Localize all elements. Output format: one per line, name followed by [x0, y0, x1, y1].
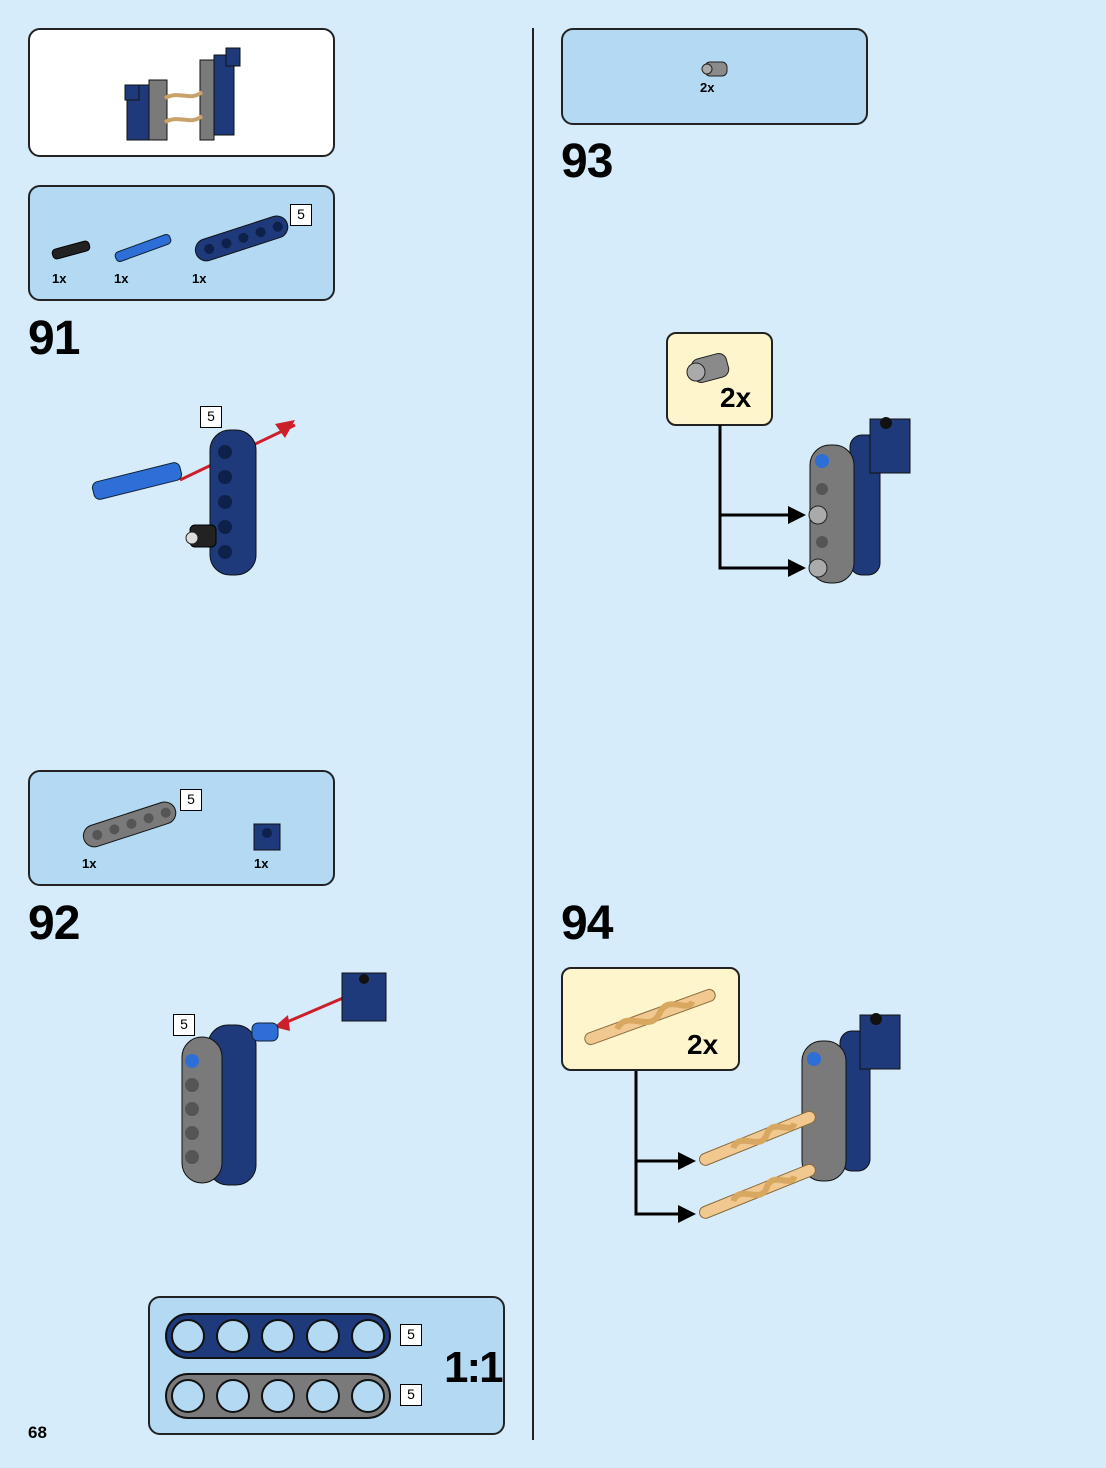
scale-reference-box: 5 5 1:1	[148, 1296, 505, 1435]
step-91-illustration	[80, 410, 380, 610]
gray-bush-icon	[699, 58, 733, 80]
gray-beam-5-icon	[164, 1372, 394, 1420]
black-pin-icon	[48, 237, 98, 267]
step-93-parts-box: 2x	[561, 28, 868, 125]
step-number: 94	[561, 900, 612, 948]
page-number: 68	[28, 1423, 47, 1443]
dark-blue-beam-5-icon	[164, 1312, 394, 1360]
beam-length-label: 5	[290, 204, 312, 226]
beam-length-label: 5	[400, 1384, 422, 1406]
part-qty: 1x	[114, 271, 128, 286]
part-qty: 1x	[52, 271, 66, 286]
part-qty: 1x	[82, 856, 96, 871]
step-number: 93	[561, 138, 612, 186]
dark-blue-brick-icon	[250, 816, 290, 856]
blue-axle-pin-icon	[110, 235, 180, 265]
beam-length-label: 5	[180, 789, 202, 811]
submodel-assembly-icon	[30, 30, 337, 159]
submodel-preview-box	[28, 28, 335, 157]
step-94-illustration	[620, 1005, 920, 1255]
column-divider	[532, 28, 534, 1440]
step-92-parts-box: 1x 5 1x	[28, 770, 335, 886]
step-number: 92	[28, 900, 79, 948]
step-92-illustration	[170, 965, 410, 1195]
step-number: 91	[28, 315, 79, 363]
dark-blue-beam-5-icon	[190, 212, 300, 262]
step-91-parts-box: 1x 1x 1x 5	[28, 185, 335, 301]
part-qty: 1x	[254, 856, 268, 871]
step-93-illustration	[710, 405, 930, 605]
part-qty: 1x	[192, 271, 206, 286]
scale-ratio: 1:1	[444, 1343, 502, 1393]
beam-length-label: 5	[400, 1324, 422, 1346]
gray-beam-5-icon	[78, 794, 188, 854]
part-qty: 2x	[700, 80, 714, 95]
